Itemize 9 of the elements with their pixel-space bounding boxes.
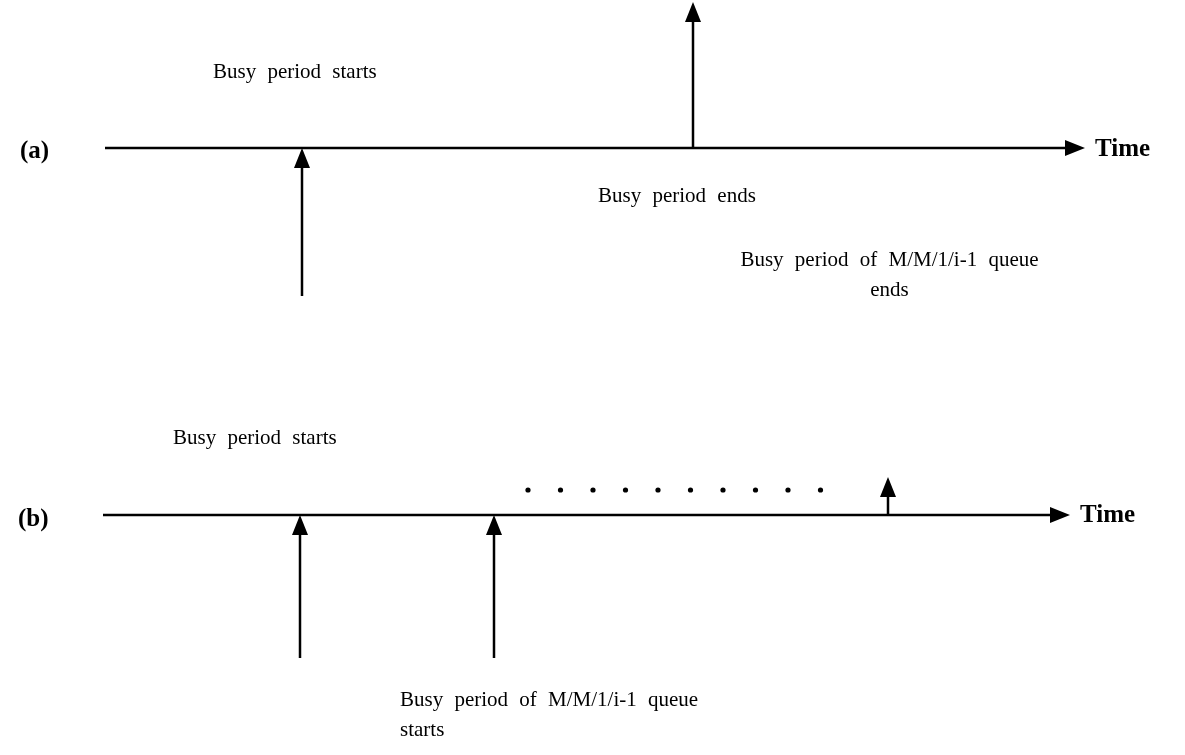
event-label: Busy period of M/M/1/i-1 queue starts (400, 686, 700, 744)
axis-label: (a) (20, 135, 51, 166)
event-label: Busy period of M/M/1/i-1 queue ends (739, 246, 1040, 304)
event-label: Busy period starts (213, 58, 378, 85)
axis-label: Time (1080, 499, 1137, 529)
event-label: Busy period ends (598, 182, 757, 209)
event-label: Busy period starts (173, 424, 338, 451)
axis-label: Time (1095, 133, 1152, 163)
axis-label: (b) (18, 503, 50, 534)
